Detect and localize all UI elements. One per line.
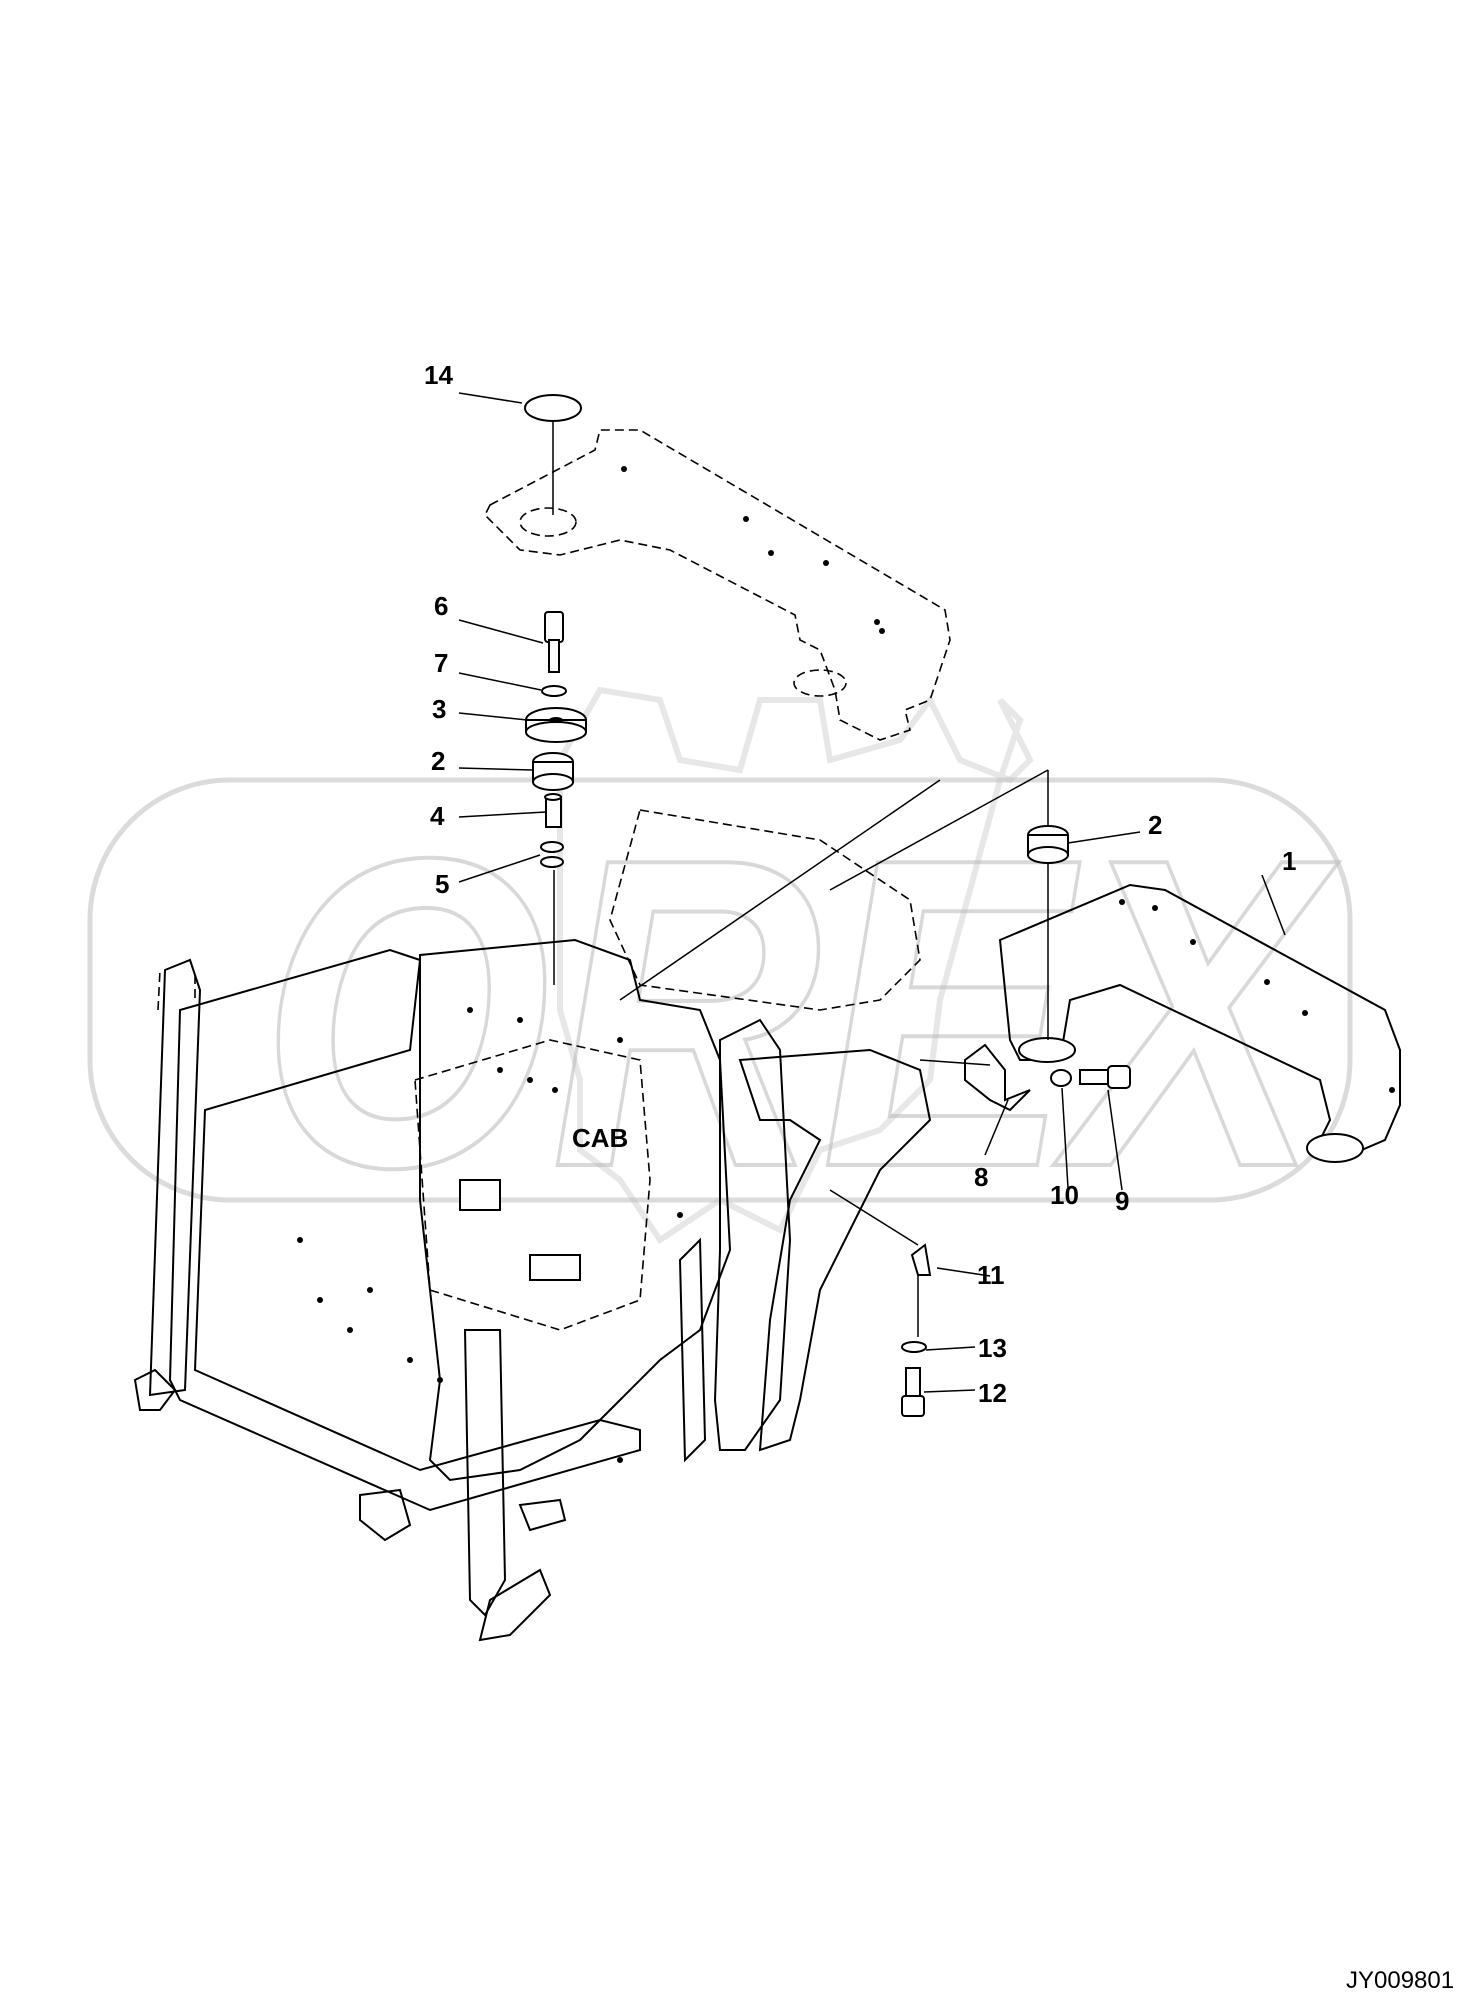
callout-6: 6 xyxy=(434,591,448,621)
cab-frame xyxy=(133,809,932,1642)
part-1-mount-plate xyxy=(998,770,1401,1163)
callout-2-left: 2 xyxy=(431,746,445,776)
callout-12: 12 xyxy=(978,1378,1007,1408)
drawing-number: JY009801 xyxy=(1346,1967,1454,1994)
callout-7: 7 xyxy=(434,648,448,678)
callouts: 14 6 7 3 2 4 5 2 1 8 10 9 11 13 12 xyxy=(424,360,1296,1408)
callout-9: 9 xyxy=(1115,1186,1129,1216)
callout-11: 11 xyxy=(977,1260,1005,1290)
mount-stack-left xyxy=(525,611,587,985)
assembly-line-2 xyxy=(619,779,941,1001)
callout-5: 5 xyxy=(435,869,449,899)
callout-2-right: 2 xyxy=(1148,810,1162,840)
callout-10: 10 xyxy=(1050,1180,1079,1210)
bracket-group-right xyxy=(919,1043,1131,1112)
bracket-group-lower xyxy=(829,1189,932,1417)
part-14-cap xyxy=(524,394,582,515)
cab-label: CAB xyxy=(572,1123,628,1153)
assembly-line xyxy=(829,769,1049,891)
callout-3: 3 xyxy=(432,694,446,724)
callout-13: 13 xyxy=(978,1333,1007,1363)
top-plate-upper xyxy=(484,429,951,741)
callout-4: 4 xyxy=(430,801,445,831)
watermark-gear-icon xyxy=(557,686,1034,1245)
leader-lines xyxy=(458,392,1286,1393)
callout-1: 1 xyxy=(1282,846,1296,876)
callout-8: 8 xyxy=(974,1162,988,1192)
callout-14: 14 xyxy=(424,360,453,390)
